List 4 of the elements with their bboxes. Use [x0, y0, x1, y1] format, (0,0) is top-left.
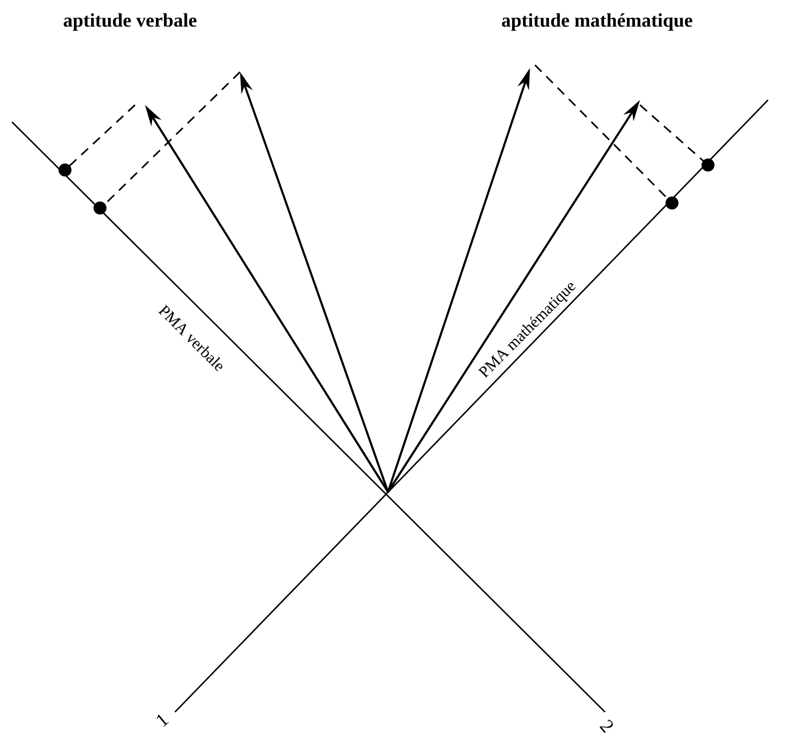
axis-title: aptitude mathématique [502, 13, 692, 31]
axis-number: 2 [600, 719, 613, 733]
axis-number: 1 [156, 714, 169, 727]
axis-title: aptitude verbale [64, 13, 196, 31]
